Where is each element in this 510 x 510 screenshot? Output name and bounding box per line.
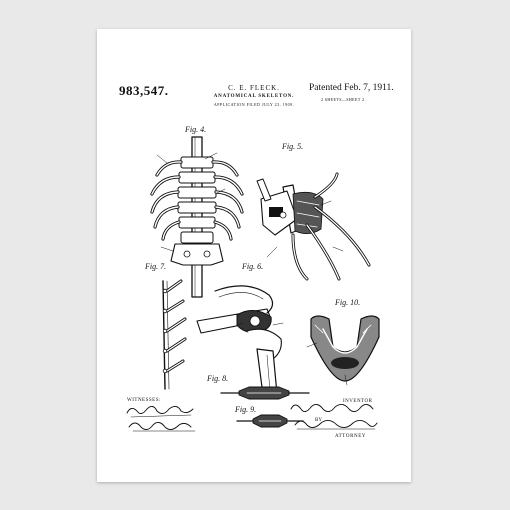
patent-number: 983,547. xyxy=(119,83,169,98)
fig-6-label: Fig. 6. xyxy=(241,262,263,271)
figure-8-connector: Fig. 8. xyxy=(206,374,310,400)
figure-9-connector: Fig. 9. xyxy=(234,405,304,428)
witnesses-label: WITNESSES: xyxy=(127,398,161,403)
fig-7-label: Fig. 7. xyxy=(144,262,166,271)
fig-5-label: Fig. 5. xyxy=(281,142,303,151)
inventor-label: INVENTOR xyxy=(343,399,373,404)
patent-drawings: Fig. 4. xyxy=(126,125,380,432)
fig-8-label: Fig. 8. xyxy=(206,374,228,383)
by-label: BY xyxy=(315,418,322,423)
patented-date: Patented Feb. 7, 1911. xyxy=(309,83,394,93)
sheet-count: 2 SHEETS—SHEET 2. xyxy=(321,97,366,102)
patent-title: ANATOMICAL SKELETON. xyxy=(213,94,295,99)
inventor-signature xyxy=(290,404,378,430)
filing-date: APPLICATION FILED JULY 23, 1909. xyxy=(213,102,295,107)
fig-10-label: Fig. 10. xyxy=(334,298,360,307)
inventor-name: C. E. FLECK. xyxy=(228,84,280,92)
witness-signatures xyxy=(126,406,196,432)
patent-sheet: 983,547. C. E. FLECK. ANATOMICAL SKELETO… xyxy=(97,29,411,482)
figure-4-spine-ribs: Fig. 4. xyxy=(150,125,244,298)
figure-10-cross-section: Fig. 10. xyxy=(306,298,380,386)
figure-6-shoulder-joint: Fig. 6. xyxy=(196,262,284,396)
fig-9-label: Fig. 9. xyxy=(234,405,256,414)
figure-5-shoulder-ribs: Fig. 5. xyxy=(256,142,371,281)
attorney-label: ATTORNEY xyxy=(335,434,367,439)
figure-7-chain: Fig. 7. xyxy=(144,262,187,390)
fig-4-label: Fig. 4. xyxy=(184,125,206,134)
